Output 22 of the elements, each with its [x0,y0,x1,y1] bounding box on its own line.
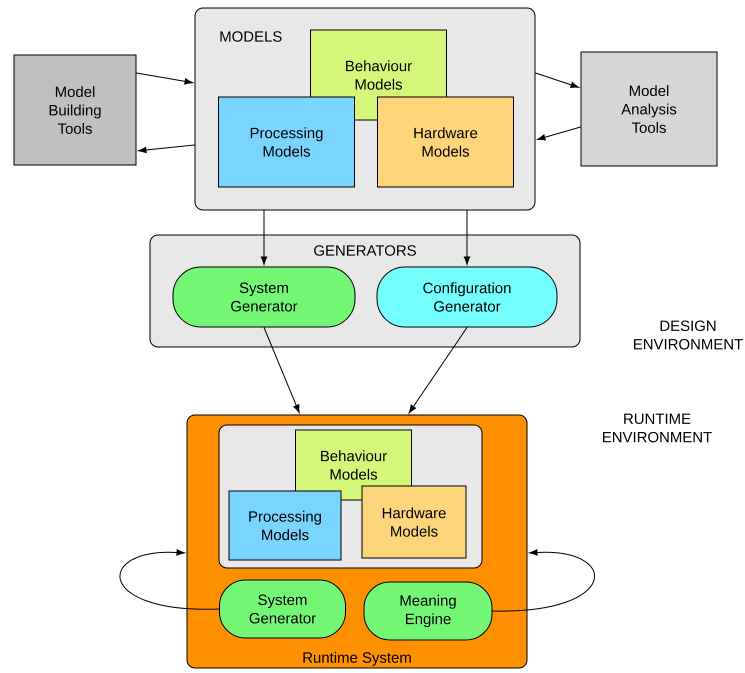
generator-pill: System Generator [172,266,356,328]
arrow [464,210,470,265]
environment-label: DESIGN ENVIRONMENT [634,320,743,350]
environment-label: RUNTIME ENVIRONMENT [603,414,712,442]
generator-pill: Configuration Generator [376,266,558,328]
arrow [537,126,581,140]
model-box: Processing Models [218,96,355,188]
arrow [264,327,300,413]
arrow [492,549,595,612]
arrow [260,210,268,265]
arrow [120,549,220,610]
engine-pill: Meaning Engine [364,582,492,640]
model-box: Hardware Models [362,486,466,558]
tool-box: Model Analysis Tools [580,52,718,166]
generator-pill: System Generator [219,580,346,638]
model-box: Hardware Models [377,96,514,188]
arrow [138,144,195,154]
arrow [408,327,468,414]
arrow [136,72,193,84]
arrow [535,72,579,88]
model-box: Processing Models [228,490,342,560]
tool-box: Model Building Tools [14,54,136,166]
